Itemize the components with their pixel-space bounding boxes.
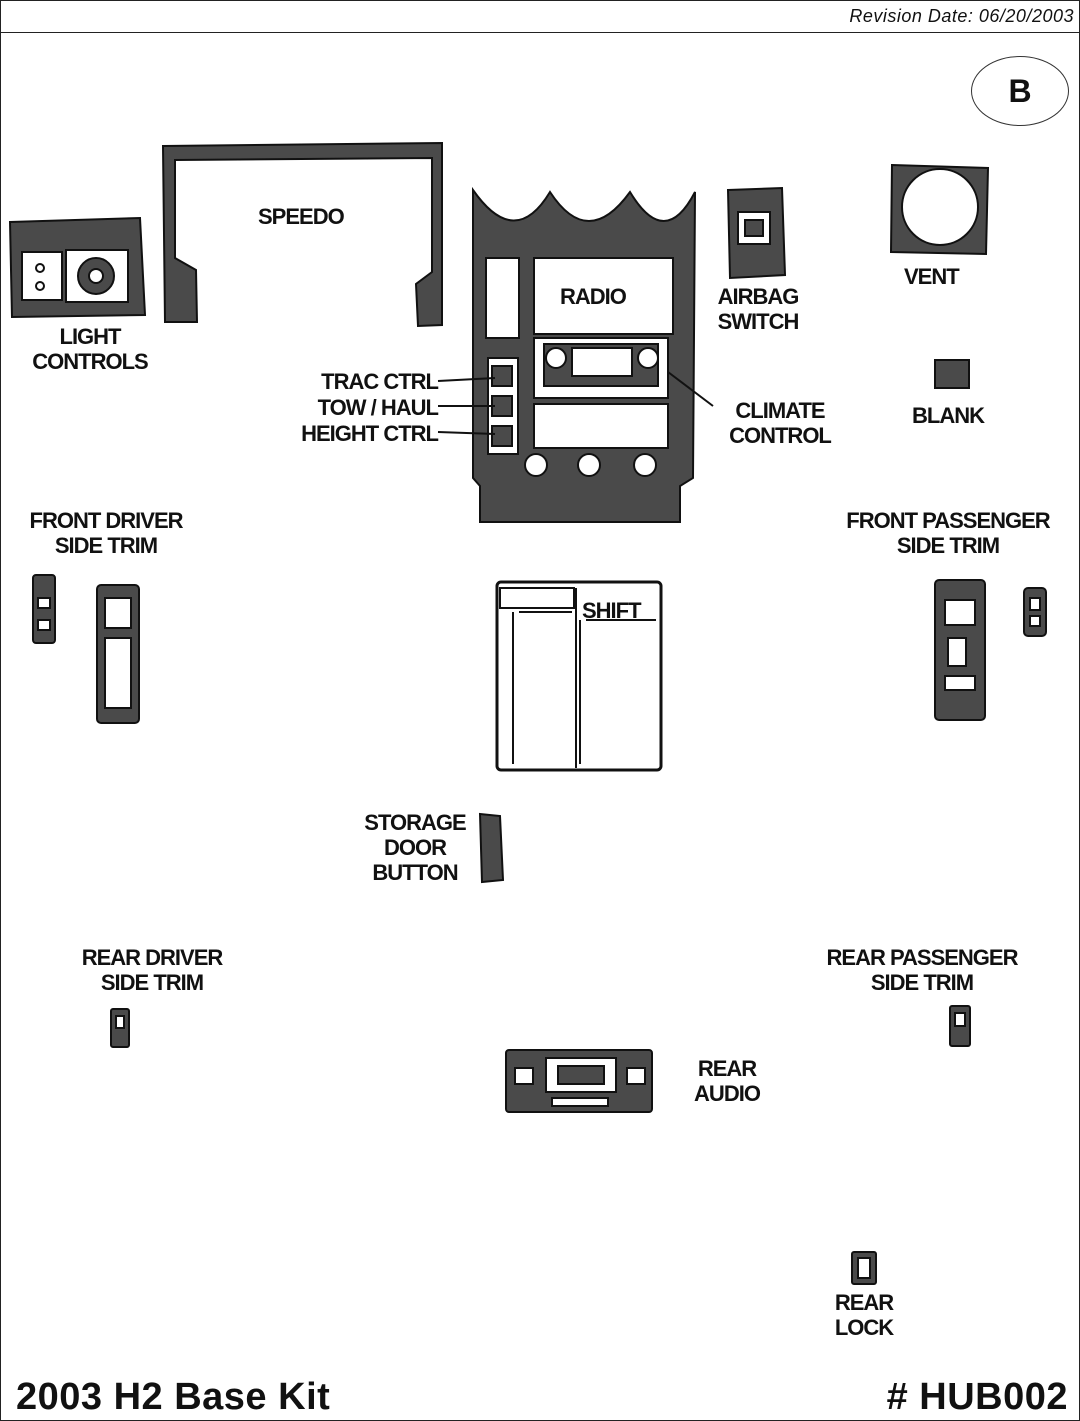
label-rear-driver-line2: SIDE TRIM (100, 970, 204, 995)
label-blank: BLANK (912, 403, 985, 428)
label-trac-ctrl: TRAC CTRL (321, 369, 439, 394)
label-storage-line1: STORAGE (364, 810, 466, 835)
label-storage-door-button: STORAGE DOOR BUTTON (352, 810, 478, 885)
label-front-passenger-line2: SIDE TRIM (896, 533, 1000, 558)
shift-part (495, 580, 663, 772)
blank-part (934, 359, 970, 389)
label-airbag-line2: SWITCH (717, 309, 800, 334)
airbag-switch-part (726, 186, 787, 280)
label-speedo: SPEEDO (258, 204, 345, 229)
label-light-controls: LIGHT CONTROLS (20, 324, 160, 374)
speedo-part (161, 141, 443, 328)
label-vent: VENT (904, 264, 960, 289)
label-light-controls-line1: LIGHT (59, 324, 122, 349)
kit-title: 2003 H2 Base Kit (16, 1376, 331, 1418)
storage-door-button-part (478, 812, 505, 884)
label-front-driver-line2: SIDE TRIM (54, 533, 158, 558)
center-stack-part (472, 186, 696, 523)
label-rear-audio: REAR AUDIO (682, 1056, 772, 1106)
label-climate-line2: CONTROL (729, 423, 832, 448)
light-controls-part (8, 216, 147, 319)
label-rear-passenger-line1: REAR PASSENGER (826, 945, 1019, 970)
vent-part (889, 163, 990, 256)
front-passenger-trim-part (934, 579, 1047, 721)
label-front-passenger-line1: FRONT PASSENGER (846, 508, 1050, 533)
rear-driver-trim-part (110, 1008, 130, 1048)
label-storage-line3: BUTTON (372, 860, 458, 885)
leader-lines (437, 371, 714, 435)
label-rear-audio-line2: AUDIO (694, 1081, 761, 1106)
rear-audio-part (505, 1049, 653, 1113)
label-radio: RADIO (560, 284, 627, 309)
label-rear-passenger-line2: SIDE TRIM (870, 970, 974, 995)
revision-date: Revision Date: 06/20/2003 (849, 6, 1074, 26)
rear-lock-part (851, 1251, 877, 1285)
sheet-badge: B (971, 56, 1069, 126)
header-bar: Revision Date: 06/20/2003 (0, 0, 1080, 33)
label-front-passenger-trim: FRONT PASSENGER SIDE TRIM (822, 508, 1074, 558)
label-climate-control: CLIMATE CONTROL (716, 398, 844, 448)
label-airbag-line1: AIRBAG (717, 284, 800, 309)
label-front-driver-trim: FRONT DRIVER SIDE TRIM (10, 508, 202, 558)
label-rear-driver-trim: REAR DRIVER SIDE TRIM (62, 945, 242, 995)
label-rear-audio-line1: REAR (697, 1056, 757, 1081)
label-shift: SHIFT (582, 598, 642, 623)
label-airbag-switch: AIRBAG SWITCH (706, 284, 810, 334)
label-rear-lock: REAR LOCK (824, 1290, 904, 1340)
label-rear-lock-line1: REAR (834, 1290, 894, 1315)
label-rear-lock-line2: LOCK (834, 1315, 894, 1340)
kit-part-number: # HUB002 (886, 1376, 1068, 1418)
label-light-controls-line2: CONTROLS (32, 349, 148, 374)
label-tow-haul: TOW / HAUL (317, 395, 439, 420)
label-rear-driver-line1: REAR DRIVER (81, 945, 224, 970)
label-storage-line2: DOOR (384, 835, 447, 860)
label-height-ctrl: HEIGHT CTRL (301, 421, 439, 446)
label-rear-passenger-trim: REAR PASSENGER SIDE TRIM (804, 945, 1040, 995)
label-front-driver-line1: FRONT DRIVER (29, 508, 184, 533)
rear-passenger-trim-part (949, 1005, 971, 1047)
front-driver-trim-part (32, 574, 140, 724)
label-climate-line1: CLIMATE (735, 398, 825, 423)
